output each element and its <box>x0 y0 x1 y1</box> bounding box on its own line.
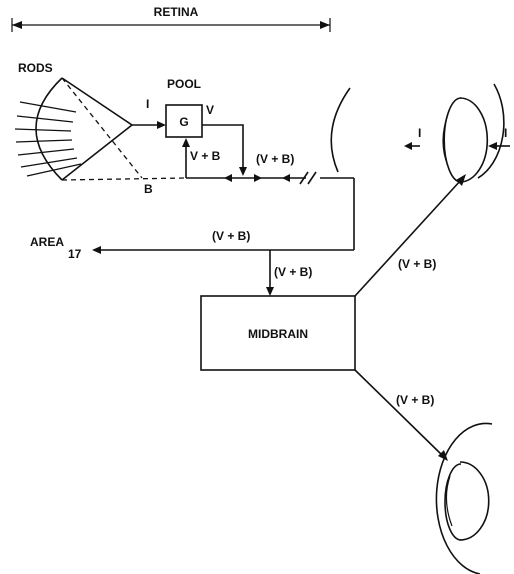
eye-left-i-label: I <box>418 126 421 140</box>
rods-fan <box>15 78 186 180</box>
signal-down-label: (V + B) <box>274 265 312 279</box>
signal-line <box>186 172 354 184</box>
signal-area-label: (V + B) <box>212 229 250 243</box>
output-v-label: V <box>206 103 214 117</box>
g-box-label: G <box>179 115 188 129</box>
upper-eye-arrow <box>355 174 466 296</box>
retina-span <box>12 18 330 32</box>
eye-right-i-label: I <box>504 126 507 140</box>
signal-top-label: (V + B) <box>256 152 294 166</box>
area-label: AREA <box>30 235 64 249</box>
rods-label: RODS <box>18 61 53 75</box>
background-b-label: B <box>144 182 153 196</box>
retina-label: RETINA <box>154 5 199 19</box>
lower-eye-arrow <box>355 370 448 461</box>
lens-arc <box>331 88 350 172</box>
signal-lower-eye-label: (V + B) <box>396 393 434 407</box>
eye-left-input <box>404 142 420 150</box>
pool-label: POOL <box>167 77 201 91</box>
midbrain-label: MIDBRAIN <box>248 327 308 341</box>
signal-upper-eye-label: (V + B) <box>398 257 436 271</box>
input-arrow <box>132 121 166 129</box>
feedback-label: V + B <box>190 149 221 163</box>
area-number-label: 17 <box>68 247 82 261</box>
upper-eye <box>443 84 504 182</box>
feedback-arrow <box>182 138 190 178</box>
input-i-label: I <box>146 97 149 111</box>
midbrain-arrow <box>266 250 274 296</box>
lower-eye <box>436 423 492 574</box>
area17-arrow <box>92 246 354 254</box>
